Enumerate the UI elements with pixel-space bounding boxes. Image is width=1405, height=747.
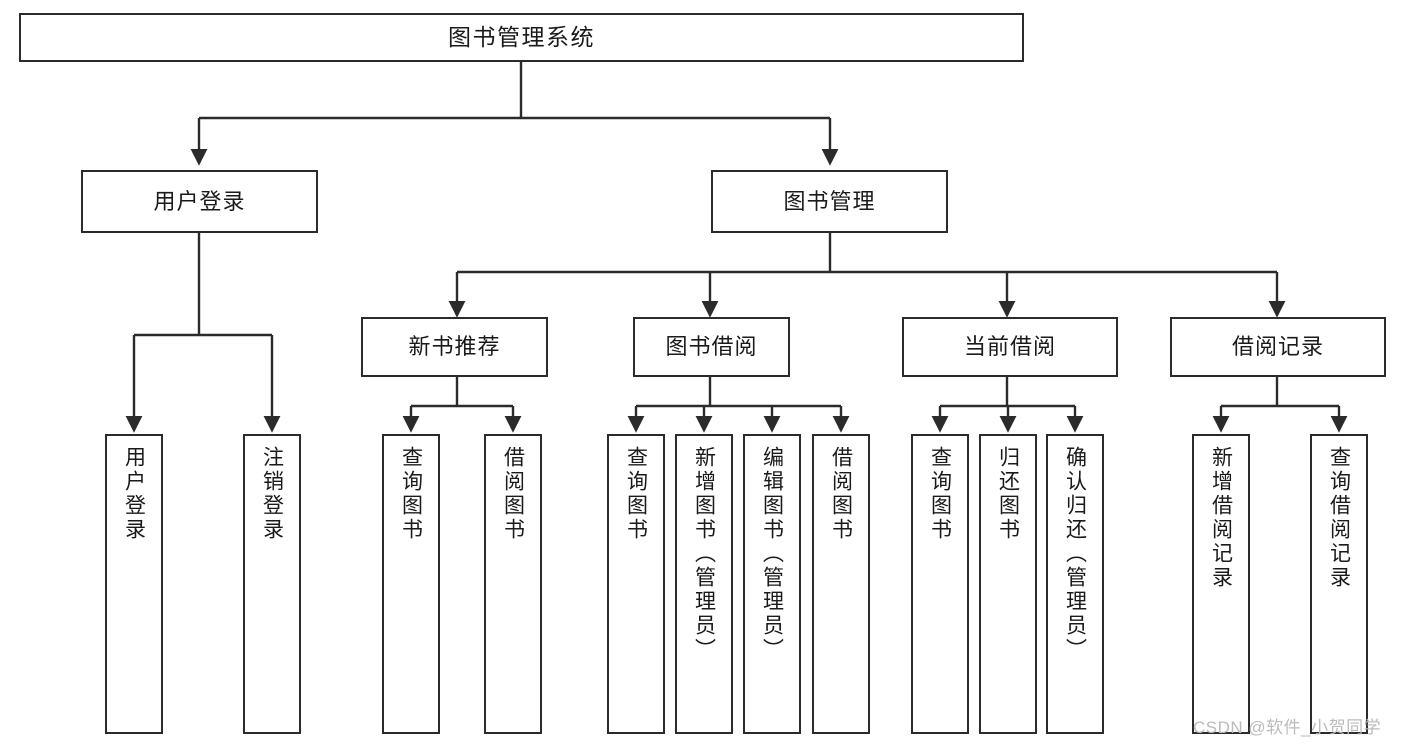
- leaf-query-book-current[interactable]: 查询图书: [911, 434, 969, 734]
- csdn-watermark: CSDN @软件_小贺同学: [1193, 718, 1382, 737]
- node-label: 编辑图书（管理员）: [760, 446, 784, 662]
- leaf-edit-book[interactable]: 编辑图书（管理员）: [743, 434, 801, 734]
- node-label: 查询图书: [928, 446, 952, 542]
- leaf-return-book[interactable]: 归还图书: [979, 434, 1037, 734]
- node-label: 新书推荐: [408, 334, 501, 360]
- leaf-query-book-borrow[interactable]: 查询图书: [607, 434, 665, 734]
- node-label: 归还图书: [996, 446, 1020, 542]
- leaf-logout-login[interactable]: 注销登录: [243, 434, 301, 734]
- node-label: 图书管理系统: [448, 23, 595, 50]
- node-label: 当前借阅: [963, 334, 1056, 360]
- node-label: 借阅图书: [829, 446, 853, 542]
- node-label: 用户登录: [153, 188, 246, 214]
- node-label: 注销登录: [260, 446, 284, 542]
- node-book-borrow[interactable]: 图书借阅: [633, 317, 790, 377]
- node-label: 查询借阅记录: [1327, 446, 1351, 590]
- node-label: 图书借阅: [665, 334, 758, 360]
- node-label: 借阅记录: [1231, 334, 1324, 360]
- node-label: 图书管理: [783, 188, 876, 214]
- node-label: 确认归还（管理员）: [1063, 446, 1087, 662]
- node-borrow-record[interactable]: 借阅记录: [1170, 317, 1386, 377]
- node-label: 新增图书（管理员）: [692, 446, 716, 662]
- leaf-user-login[interactable]: 用户登录: [105, 434, 163, 734]
- leaf-add-borrow-record[interactable]: 新增借阅记录: [1192, 434, 1250, 734]
- leaf-add-book[interactable]: 新增图书（管理员）: [675, 434, 733, 734]
- node-label: 查询图书: [399, 446, 423, 542]
- leaf-confirm-return[interactable]: 确认归还（管理员）: [1046, 434, 1104, 734]
- node-label: 查询图书: [624, 446, 648, 542]
- node-user-login[interactable]: 用户登录: [81, 170, 318, 233]
- leaf-query-book-recommend[interactable]: 查询图书: [382, 434, 440, 734]
- node-book-manage[interactable]: 图书管理: [711, 170, 948, 233]
- node-current-borrow[interactable]: 当前借阅: [902, 317, 1118, 377]
- node-label: 新增借阅记录: [1209, 446, 1233, 590]
- leaf-borrow-book[interactable]: 借阅图书: [812, 434, 870, 734]
- node-label: 借阅图书: [501, 446, 525, 542]
- node-root-system[interactable]: 图书管理系统: [19, 13, 1024, 62]
- node-label: 用户登录: [122, 446, 146, 542]
- leaf-borrow-book-recommend[interactable]: 借阅图书: [484, 434, 542, 734]
- node-new-book-recommend[interactable]: 新书推荐: [361, 317, 548, 377]
- leaf-query-borrow-record[interactable]: 查询借阅记录: [1310, 434, 1368, 734]
